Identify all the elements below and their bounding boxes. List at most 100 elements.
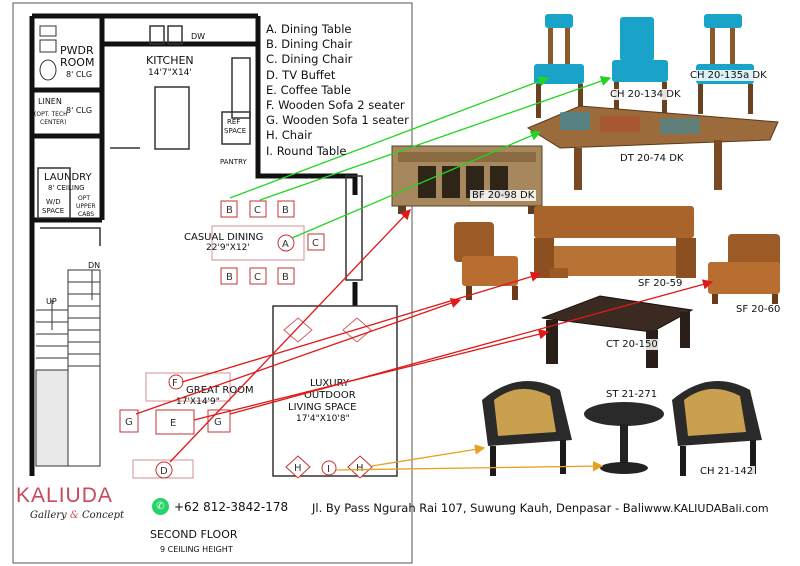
wd-label: W/D xyxy=(46,198,61,206)
marker-a: A xyxy=(277,234,295,252)
legend-item: D. TV Buffet xyxy=(266,67,336,82)
orange-arrows xyxy=(335,444,604,472)
opt-tech-label-2: CENTER) xyxy=(40,119,66,126)
svg-text:B: B xyxy=(226,272,233,283)
tag-ch-20-135a: CH 20-135a DK xyxy=(688,70,769,81)
svg-text:C: C xyxy=(254,272,261,283)
ref-label-2: SPACE xyxy=(224,127,246,135)
wd-label-2: SPACE xyxy=(42,207,64,215)
legend-item: E. Coffee Table xyxy=(266,82,352,97)
pantry-label: PANTRY xyxy=(220,158,247,166)
brand-tagline-b: Concept xyxy=(81,510,125,521)
kitchen-sub: 14'7"X14' xyxy=(148,68,192,78)
plan-walls xyxy=(29,13,358,476)
lux-2: OUTDOOR xyxy=(304,390,356,401)
marker-f: F xyxy=(168,374,184,390)
plan-markers: B C B A C B C B F G E G D H I H xyxy=(119,200,373,479)
svg-text:B: B xyxy=(282,205,289,216)
up-label: UP xyxy=(46,297,57,306)
floor-title: SECOND FLOOR xyxy=(150,528,238,541)
svg-text:B: B xyxy=(282,272,289,283)
stairs xyxy=(35,269,101,467)
chair-ch-21-142-photo xyxy=(672,381,762,476)
svg-text:G: G xyxy=(214,417,222,428)
brand-tagline-a: Gallery xyxy=(30,510,67,521)
svg-text:I: I xyxy=(327,464,330,475)
brand-tagline: Gallery & Concept xyxy=(30,510,124,521)
round-table-st-21-271-photo xyxy=(584,402,664,474)
pwdr-title-2: ROOM xyxy=(60,56,94,69)
brand-tagline-amp: & xyxy=(69,510,79,521)
red-arrows xyxy=(135,209,714,463)
phone-number[interactable]: +62 812-3842-178 xyxy=(174,500,289,514)
laundry-sub: 8' CEILING xyxy=(48,184,85,192)
legend-item: F. Wooden Sofa 2 seater xyxy=(266,98,405,113)
tag-sf-20-60: SF 20-60 xyxy=(734,304,783,315)
legend-item: I. Round Table xyxy=(266,143,347,158)
furniture-legend: A. Dining Table B. Dining Chair C. Dinin… xyxy=(266,22,409,159)
pwdr-title: PWDR xyxy=(60,44,94,57)
ref-label: REF xyxy=(227,118,240,126)
floor-plan-labels: PWDR ROOM 8' CLG KITCHEN 14'7"X14' DW RE… xyxy=(34,32,356,554)
tag-ch-21-142: CH 21-142 xyxy=(698,466,756,477)
lux-1: LUXURY xyxy=(310,378,350,389)
opt-upper-3: CABS xyxy=(78,211,94,218)
linen-label: LINEN xyxy=(38,97,62,106)
whatsapp-icon: ✆ xyxy=(152,498,169,515)
marker-b-1: B xyxy=(220,200,238,218)
sofa-single-left-photo xyxy=(454,222,518,300)
address: Jl. By Pass Ngurah Rai 107, Suwung Kauh,… xyxy=(312,501,645,515)
opt-upper-2: UPPER xyxy=(76,203,96,210)
marker-b-3: B xyxy=(220,267,238,285)
lux-sub: 17'4"X10'8" xyxy=(296,414,350,424)
green-arrows xyxy=(229,76,612,239)
sofa-sf-20-59-photo xyxy=(534,206,696,278)
marker-i: I xyxy=(321,460,337,476)
tag-ct-20-150: CT 20-150 xyxy=(604,339,660,350)
svg-text:G: G xyxy=(125,417,133,428)
marker-h-2: H xyxy=(347,455,373,479)
casual-title: CASUAL DINING xyxy=(184,232,263,243)
legend-item: B. Dining Chair xyxy=(266,37,353,52)
marker-h-1: H xyxy=(285,455,311,479)
marker-b-4: B xyxy=(277,267,295,285)
tag-st-21-271: ST 21-271 xyxy=(604,389,660,400)
website-link[interactable]: www.KALIUDABali.com xyxy=(644,502,769,515)
marker-c-1: C xyxy=(249,200,267,218)
plan-thin-walls xyxy=(37,25,398,477)
great-sub: 17'X14'9" xyxy=(176,397,220,407)
marker-d: D xyxy=(155,461,173,479)
tag-sf-20-59: SF 20-59 xyxy=(636,278,685,289)
legend-item: C. Dining Chair xyxy=(266,52,353,67)
dw-label: DW xyxy=(191,32,205,41)
svg-text:H: H xyxy=(294,463,302,474)
sofa-sf-20-60-photo xyxy=(708,234,780,304)
brand-logo: KALIUDA xyxy=(16,484,113,507)
chair-left-photo xyxy=(482,381,572,476)
marker-b-2: B xyxy=(277,200,295,218)
tag-ch-20-134: CH 20-134 DK xyxy=(608,89,683,100)
toilet-icon xyxy=(39,25,57,81)
casual-sub: 22'9"X12' xyxy=(206,243,250,253)
svg-text:H: H xyxy=(356,463,364,474)
great-room-outline xyxy=(145,372,231,402)
dining-table-outline xyxy=(211,225,305,261)
svg-text:B: B xyxy=(226,205,233,216)
dn-label: DN xyxy=(88,261,100,270)
svg-text:A: A xyxy=(282,239,289,250)
marker-c-2: C xyxy=(307,233,325,251)
kitchen-title: KITCHEN xyxy=(146,54,194,67)
opt-tech-label: (OPT. TECH xyxy=(34,111,68,118)
legend-item: A. Dining Table xyxy=(266,22,352,36)
svg-text:E: E xyxy=(170,418,176,429)
svg-text:D: D xyxy=(160,466,168,477)
coffee-table-ct-20-150-photo xyxy=(541,295,694,368)
svg-text:C: C xyxy=(254,205,261,216)
svg-text:C: C xyxy=(312,238,319,249)
lux-3: LIVING SPACE xyxy=(288,402,356,413)
opt-upper-1: OPT xyxy=(78,195,90,202)
svg-text:F: F xyxy=(172,378,178,389)
dining-table-dt-20-74-photo xyxy=(526,105,779,190)
legend-item: G. Wooden Sofa 1 seater xyxy=(266,113,409,128)
